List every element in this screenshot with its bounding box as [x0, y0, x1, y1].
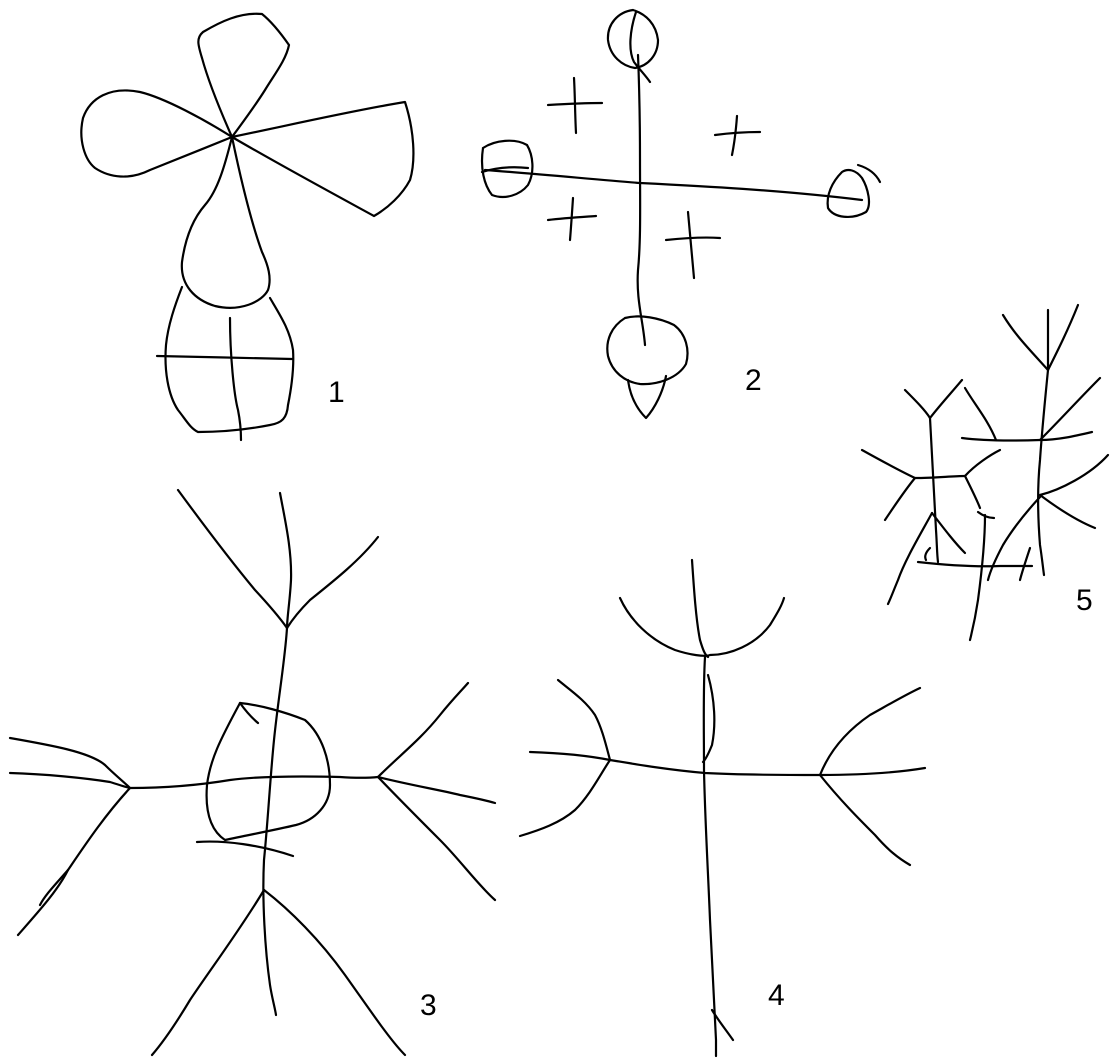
figure-4-right-branch-up	[820, 688, 920, 775]
figure-2-label: 2	[745, 364, 762, 397]
figure-4-left-branch-up	[558, 680, 610, 760]
figure-5-hook	[925, 548, 930, 560]
figure-3-bottom-branch-left	[152, 890, 264, 1055]
figure-3-top-branch-left	[178, 490, 287, 628]
figure-1-petal-top	[198, 14, 289, 137]
figure-3-bottom-branch-right	[264, 890, 405, 1055]
figure-5-left-arm-right	[965, 476, 980, 508]
figure-5-right-arm-branch	[1040, 378, 1100, 440]
figure-3-center-stroke-bottom	[197, 842, 293, 856]
figure-3-top-branch-right	[287, 537, 378, 628]
figure-5-bottom-right-tick	[1020, 548, 1030, 580]
figure-2-right-bulb-tail	[858, 165, 880, 182]
figure-3-main-vertical	[263, 628, 287, 1015]
figure-1-body-upper	[182, 137, 270, 308]
figure-4-top-stem	[692, 560, 708, 657]
figure-1-lower-vertical	[230, 318, 241, 440]
figure-2	[482, 10, 880, 418]
figure-5-right-arm	[962, 432, 1092, 441]
figure-3	[10, 490, 495, 1055]
figure-5-left-trunk	[930, 418, 938, 562]
figure-2-right-bulb	[828, 170, 869, 217]
figure-5-right-trunk	[1038, 370, 1048, 575]
figure-4-label: 4	[768, 979, 785, 1012]
figure-2-cross-d-v	[688, 212, 694, 278]
figure-2-left-bulb	[482, 141, 532, 197]
figure-2-cross-c-v	[570, 198, 573, 240]
figure-5-bottom-bar	[918, 562, 1032, 566]
figure-2-vertical-axis	[638, 55, 645, 345]
figure-5-left-arm	[862, 450, 965, 478]
figure-4-horizontal-axis	[530, 752, 925, 775]
figure-2-cross-b-v	[732, 116, 737, 155]
figure-4	[520, 560, 925, 1056]
figure-5-right-top-right	[1048, 305, 1078, 370]
figure-5	[862, 305, 1108, 640]
figure-1	[81, 14, 413, 440]
figure-1-petal-left	[81, 90, 232, 176]
figure-2-cross-d-h	[666, 238, 720, 240]
figure-5-bottom-stem	[970, 515, 985, 640]
figure-3-left-branch-mid	[10, 773, 130, 788]
figure-5-bottom-mid-branch	[988, 497, 1040, 580]
figure-3-left-branch-top	[10, 738, 130, 788]
figure-1-petal-right	[232, 102, 413, 216]
figure-4-right-branch-down	[820, 775, 910, 865]
figure-3-right-branch-low	[378, 777, 495, 900]
figure-1-lower-horizontal	[157, 356, 292, 359]
figure-5-right-top-left	[1003, 315, 1048, 370]
figure-2-cross-a-v	[574, 78, 576, 133]
figure-2-bottom-bulb	[607, 316, 687, 384]
figure-5-left-top	[905, 380, 962, 418]
figure-1-label: 1	[328, 376, 345, 409]
figure-3-label: 3	[420, 989, 437, 1022]
figure-5-right-lower-branch	[1040, 495, 1095, 528]
figure-3-horizontal-axis	[130, 776, 378, 788]
figure-2-cross-b-h	[715, 132, 760, 135]
figure-3-right-branch-top	[378, 683, 468, 777]
figure-3-right-branch-mid	[378, 777, 495, 803]
figure-3-left-branch-lower	[40, 788, 130, 905]
figure-4-left-branch-down	[520, 760, 610, 836]
figure-3-top-branch-middle	[280, 493, 291, 628]
figure-5-left-arm-down	[885, 478, 915, 520]
figure-2-horizontal-axis	[485, 170, 862, 200]
figure-5-right-lower-branch2	[1040, 455, 1108, 495]
figure-5-right-arm-up	[965, 388, 996, 440]
figure-2-top-tail	[630, 12, 650, 82]
figure-5-connector	[965, 450, 1000, 476]
figure-5-label: 5	[1076, 584, 1093, 617]
